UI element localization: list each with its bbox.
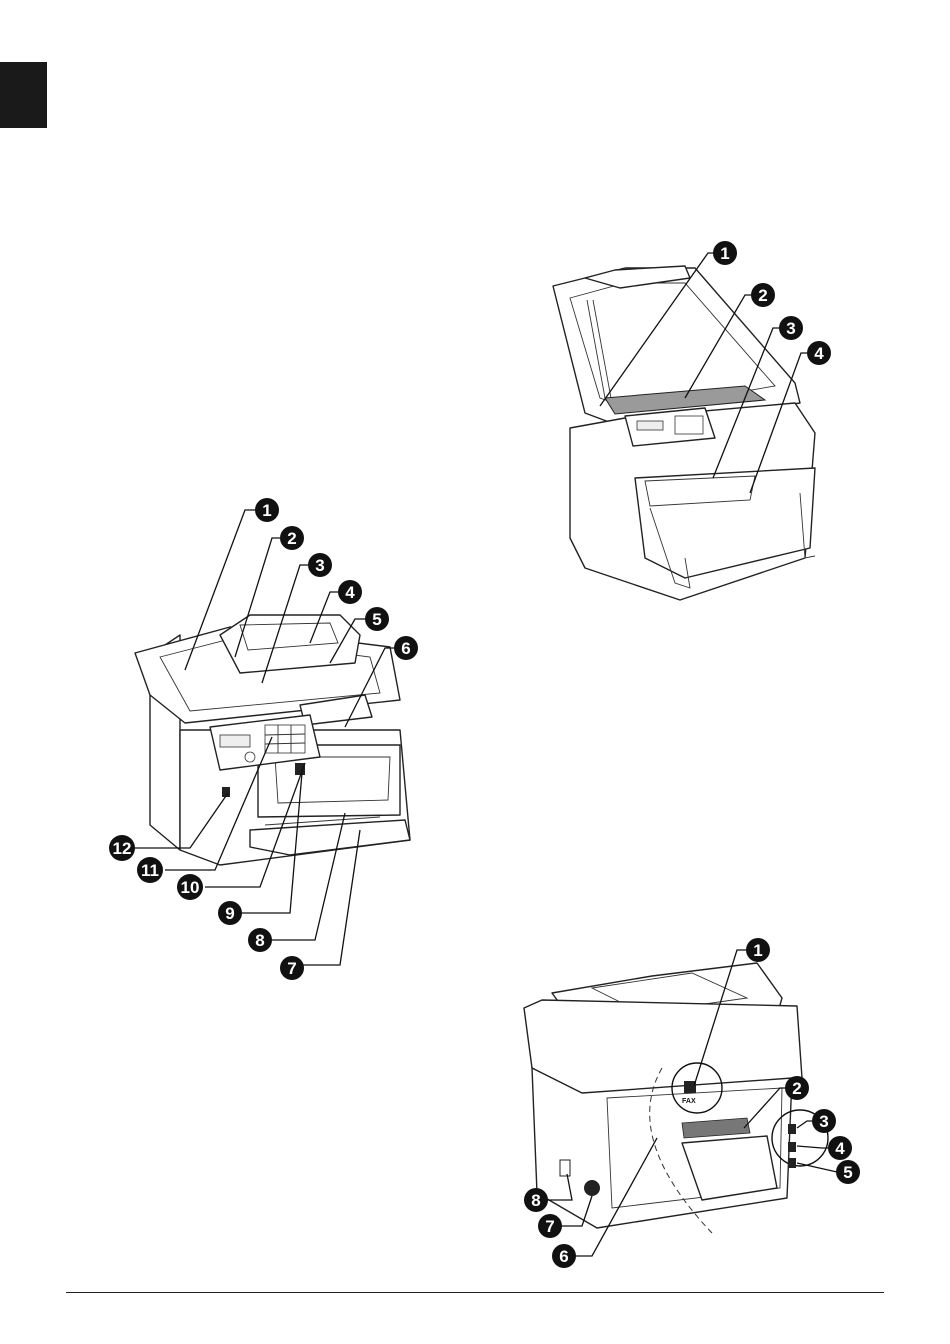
open-callout-3: 3: [779, 316, 803, 340]
rear-view-figure: FAX 1 2 3 4 5 6 7 8: [512, 938, 872, 1268]
rear-callout-1: 1: [746, 938, 770, 962]
rear-callout-7: 7: [538, 1214, 562, 1238]
callout-7: 7: [280, 956, 304, 980]
svg-text:3: 3: [315, 556, 324, 575]
section-tab-marker: [0, 62, 47, 128]
footer-rule: [66, 1292, 884, 1293]
callout-5: 5: [365, 607, 389, 631]
rear-view-illustration: FAX 1 2 3 4 5 6 7 8: [512, 938, 872, 1268]
svg-text:4: 4: [835, 1139, 845, 1158]
svg-text:1: 1: [262, 501, 271, 520]
svg-text:1: 1: [753, 941, 762, 960]
svg-text:2: 2: [287, 529, 296, 548]
callout-8: 8: [248, 928, 272, 952]
svg-text:4: 4: [345, 583, 355, 602]
rear-callout-3: 3: [812, 1109, 836, 1133]
svg-text:3: 3: [786, 319, 795, 338]
svg-text:5: 5: [372, 610, 381, 629]
rear-callout-4: 4: [828, 1136, 852, 1160]
svg-text:5: 5: [843, 1163, 852, 1182]
callout-2: 2: [280, 526, 304, 550]
svg-text:6: 6: [401, 639, 410, 658]
rear-callout-8: 8: [524, 1188, 548, 1212]
callout-9: 9: [218, 901, 242, 925]
svg-text:3: 3: [819, 1112, 828, 1131]
open-callout-2: 2: [751, 283, 775, 307]
svg-text:2: 2: [758, 286, 767, 305]
svg-text:7: 7: [545, 1217, 554, 1236]
rear-callout-5: 5: [836, 1160, 860, 1184]
svg-text:6: 6: [559, 1247, 568, 1266]
svg-text:FAX: FAX: [682, 1098, 696, 1105]
open-view-figure: 1 2 3 4: [545, 238, 845, 608]
svg-text:2: 2: [792, 1079, 801, 1098]
callout-4: 4: [338, 580, 362, 604]
svg-text:12: 12: [113, 839, 132, 858]
svg-text:10: 10: [181, 878, 200, 897]
callout-6: 6: [394, 636, 418, 660]
callout-10: 10: [177, 874, 203, 900]
callout-3: 3: [308, 553, 332, 577]
svg-text:9: 9: [225, 904, 234, 923]
svg-text:1: 1: [720, 244, 729, 263]
svg-text:7: 7: [287, 959, 296, 978]
open-callout-4: 4: [807, 341, 831, 365]
open-view-illustration: 1 2 3 4: [545, 238, 845, 608]
svg-text:8: 8: [255, 931, 264, 950]
svg-text:11: 11: [141, 861, 159, 880]
callout-12: 12: [109, 835, 135, 861]
front-view-figure: 1 2 3 4 5 6 7 8 9 10 11 12: [100, 495, 430, 985]
open-callout-1: 1: [713, 241, 737, 265]
rear-callout-2: 2: [785, 1076, 809, 1100]
callout-1: 1: [255, 498, 279, 522]
svg-text:8: 8: [531, 1191, 540, 1210]
callout-11: 11: [137, 857, 163, 883]
rear-callout-6: 6: [552, 1244, 576, 1268]
usb-icon: [788, 1124, 796, 1168]
svg-text:4: 4: [814, 344, 824, 363]
front-view-illustration: 1 2 3 4 5 6 7 8 9 10 11 12: [100, 495, 430, 985]
